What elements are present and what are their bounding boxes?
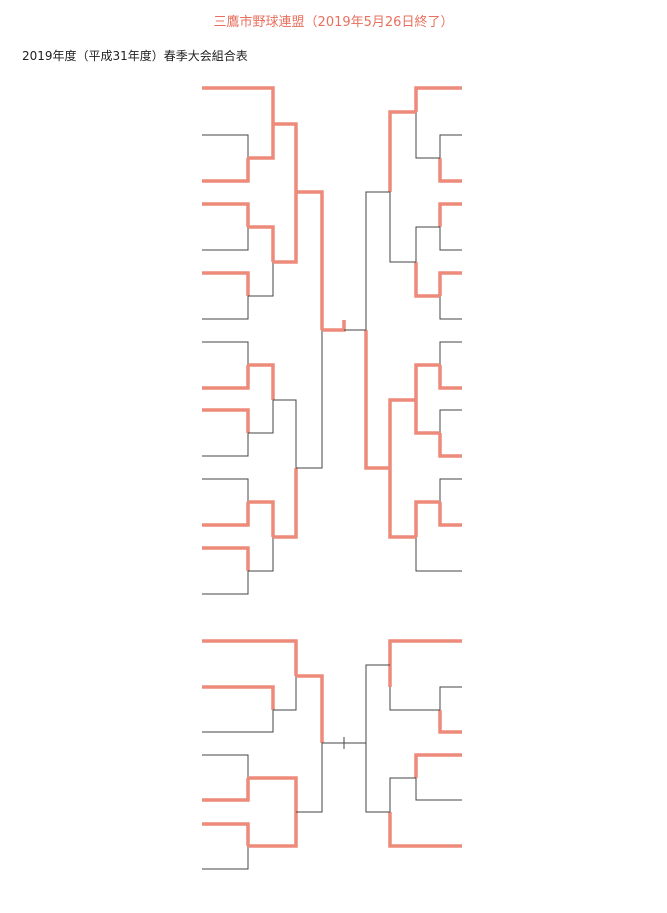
bracket-line (389, 687, 440, 711)
winner-path (388, 812, 462, 848)
winner-path (438, 365, 462, 390)
winner-path (248, 363, 275, 400)
winner-path (202, 158, 250, 183)
winner-path (273, 192, 298, 264)
bracket-line (415, 778, 462, 801)
bracket-line (248, 537, 274, 572)
bracket-line (439, 134, 462, 158)
bracket-line (415, 112, 440, 159)
bracket-line (202, 846, 249, 870)
bracket-line (389, 192, 416, 263)
winner-path (248, 500, 275, 537)
winner-path (388, 639, 462, 687)
bracket-line (202, 296, 249, 320)
bracket-line (365, 191, 390, 330)
winner-path (202, 502, 250, 527)
bracket-line (365, 664, 390, 743)
winner-path (273, 122, 298, 192)
winner-path (202, 365, 250, 390)
winner-path (438, 202, 462, 227)
winner-path (322, 320, 346, 332)
winner-path (388, 110, 416, 192)
bracket-line (202, 227, 249, 251)
page-subtitle: 2019年度（平成31年度）春季大会組合表 (22, 49, 248, 63)
winner-path (202, 685, 275, 710)
bracket-line (202, 341, 249, 365)
bracket-line (389, 777, 416, 812)
winner-path (296, 674, 324, 743)
bracket-line (273, 399, 297, 468)
bracket-line (296, 743, 323, 813)
winner-path (202, 271, 250, 296)
bracket-line (202, 433, 249, 457)
winner-path (414, 400, 440, 435)
winner-path (296, 190, 324, 330)
winner-path (202, 202, 250, 227)
winner-path (202, 778, 250, 802)
winner-path (248, 776, 298, 812)
bracket-line (202, 710, 274, 733)
bracket-line (202, 478, 249, 502)
winner-path (414, 500, 440, 537)
winner-path (414, 262, 440, 298)
bracket-line (439, 296, 462, 320)
bracket-line (365, 743, 390, 813)
bracket-line (439, 478, 462, 502)
winner-path (438, 502, 462, 527)
winner-path (273, 468, 298, 539)
winner-path (248, 124, 275, 160)
bracket-line (273, 676, 297, 711)
bracket-line (415, 226, 440, 262)
winner-path (202, 639, 298, 676)
winner-path (438, 710, 462, 734)
winner-path (438, 433, 462, 458)
bracket-line (439, 341, 462, 365)
winner-path (414, 86, 462, 112)
winner-path (438, 158, 462, 183)
winner-path (438, 271, 462, 296)
winner-path (202, 86, 275, 124)
bracket-line (202, 134, 249, 158)
bracket-line (202, 571, 249, 595)
bracket-line (248, 400, 274, 434)
winner-path (364, 330, 390, 470)
winner-path (248, 225, 275, 262)
bracket-line (248, 262, 274, 297)
winner-path (202, 822, 250, 846)
bracket-line (439, 686, 462, 710)
bracket-line (296, 330, 323, 469)
bracket-line (202, 754, 249, 778)
page-title: 三鷹市野球連盟（2019年5月26日終了） (213, 15, 454, 30)
winner-path (202, 408, 250, 433)
winner-path (202, 546, 250, 571)
bracket-line (415, 537, 462, 572)
winner-path (388, 468, 416, 539)
bracket-line (439, 227, 462, 251)
winner-path (388, 398, 416, 468)
winner-path (414, 363, 440, 400)
winner-path (414, 753, 462, 778)
winner-path (248, 812, 298, 848)
bracket-line (439, 409, 462, 433)
